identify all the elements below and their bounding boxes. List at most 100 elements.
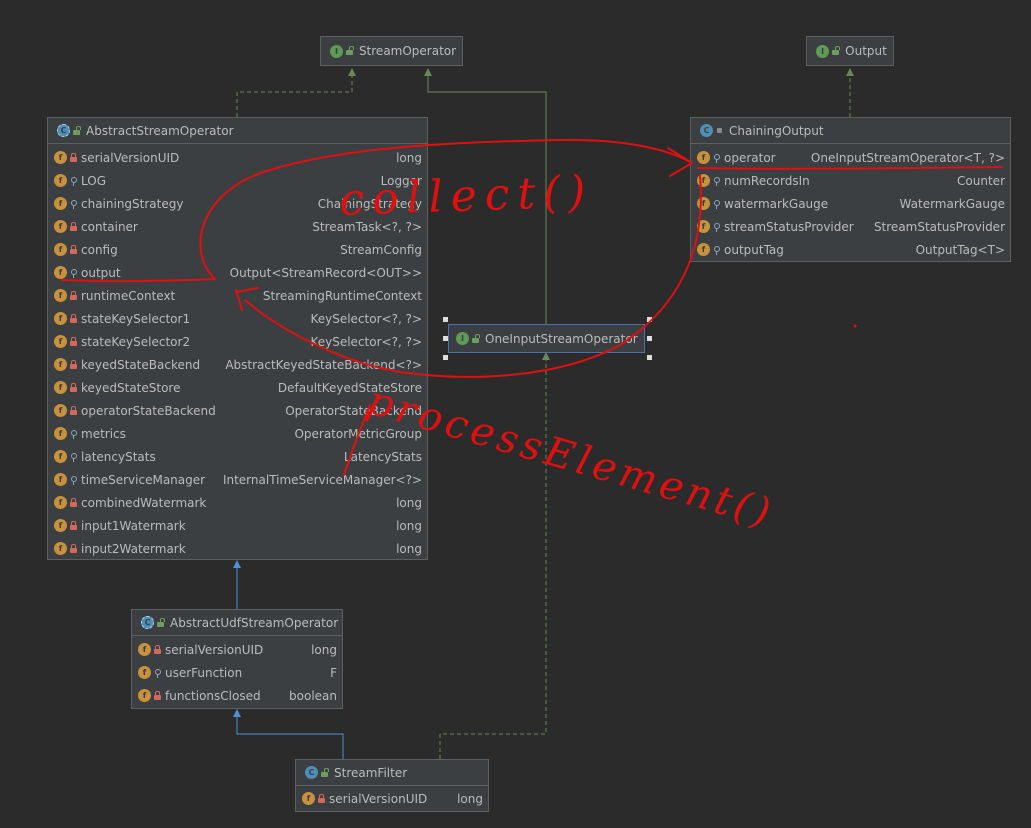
private-icon <box>70 359 77 369</box>
package-private-icon <box>716 127 723 135</box>
public-icon <box>157 617 165 627</box>
private-icon <box>70 543 77 553</box>
node-one-input-stream-operator[interactable]: I OneInputStreamOperator <box>448 324 645 353</box>
field-name: keyedStateStore <box>81 380 181 395</box>
field-row[interactable]: f operatorStateBackend OperatorStateBacken… <box>48 399 427 422</box>
private-icon <box>70 221 77 231</box>
node-output[interactable]: I Output <box>806 36 894 66</box>
field-row[interactable]: f input1Watermark long <box>48 514 427 537</box>
field-name: keyedStateBackend <box>81 357 201 372</box>
class-icon: C <box>305 766 318 779</box>
field-icon: f <box>54 289 67 302</box>
protected-icon <box>713 199 720 209</box>
edge-abstract-implements-streamoperator <box>236 68 356 117</box>
field-type: OperatorMetricGroup <box>294 426 422 441</box>
node-title: AbstractStreamOperator <box>86 123 234 138</box>
field-icon: f <box>54 243 67 256</box>
protected-icon <box>713 176 720 186</box>
field-name: serialVersionUID <box>81 150 180 165</box>
field-name: serialVersionUID <box>165 642 264 657</box>
selection-handle[interactable] <box>647 336 652 341</box>
node-title: AbstractUdfStreamOperator <box>170 615 339 630</box>
field-name: streamStatusProvider <box>724 219 854 234</box>
private-icon <box>70 244 77 254</box>
field-name: input2Watermark <box>81 541 186 556</box>
field-type: long <box>396 495 422 510</box>
node-title: StreamOperator <box>358 44 457 58</box>
node-stream-operator[interactable]: I StreamOperator <box>320 36 463 66</box>
field-type: Counter <box>957 173 1005 188</box>
field-name: operatorStateBackend <box>81 403 216 418</box>
field-type: AbstractKeyedStateBackend<?> <box>225 357 422 372</box>
node-abstract-udf-stream-operator[interactable]: C AbstractUdfStreamOperator f serialVersi… <box>131 609 343 709</box>
field-icon: f <box>54 266 67 279</box>
field-type: Output<StreamRecord<OUT>> <box>229 265 422 280</box>
field-type: long <box>396 518 422 533</box>
protected-icon <box>70 268 77 278</box>
field-icon: f <box>54 427 67 440</box>
selection-handle[interactable] <box>443 336 448 341</box>
protected-icon <box>713 245 720 255</box>
node-title: Output <box>845 44 887 58</box>
field-icon: f <box>138 643 151 656</box>
field-name: serialVersionUID <box>329 791 428 806</box>
private-icon <box>318 793 325 803</box>
field-name: input1Watermark <box>81 518 186 533</box>
field-type: KeySelector<?, ?> <box>310 334 422 349</box>
protected-icon <box>70 176 77 186</box>
public-icon <box>832 46 841 55</box>
field-name: functionsClosed <box>165 688 261 703</box>
selection-handle[interactable] <box>443 317 448 322</box>
field-icon: f <box>54 404 67 417</box>
field-icon: f <box>54 151 67 164</box>
public-icon <box>345 46 354 55</box>
field-icon: f <box>54 519 67 532</box>
field-type: InternalTimeServiceManager<?> <box>222 472 422 487</box>
selection-handle[interactable] <box>647 355 652 360</box>
field-icon: f <box>138 689 151 702</box>
selection-handle[interactable] <box>443 355 448 360</box>
field-type: long <box>396 150 422 165</box>
field-row[interactable]: f functionsClosed boolean <box>132 684 342 707</box>
protected-icon <box>713 222 720 232</box>
field-type: OperatorStateBackend <box>285 403 422 418</box>
public-icon <box>472 333 480 343</box>
field-type: boolean <box>289 688 337 703</box>
field-icon: f <box>697 151 710 164</box>
abstract-class-icon: C <box>141 616 154 629</box>
field-row[interactable]: f serialVersionUID long <box>48 146 427 169</box>
private-icon <box>70 313 77 323</box>
selection-handle[interactable] <box>647 317 652 322</box>
field-icon: f <box>302 792 315 805</box>
node-title: ChainingOutput <box>729 123 824 138</box>
private-icon <box>70 497 77 507</box>
